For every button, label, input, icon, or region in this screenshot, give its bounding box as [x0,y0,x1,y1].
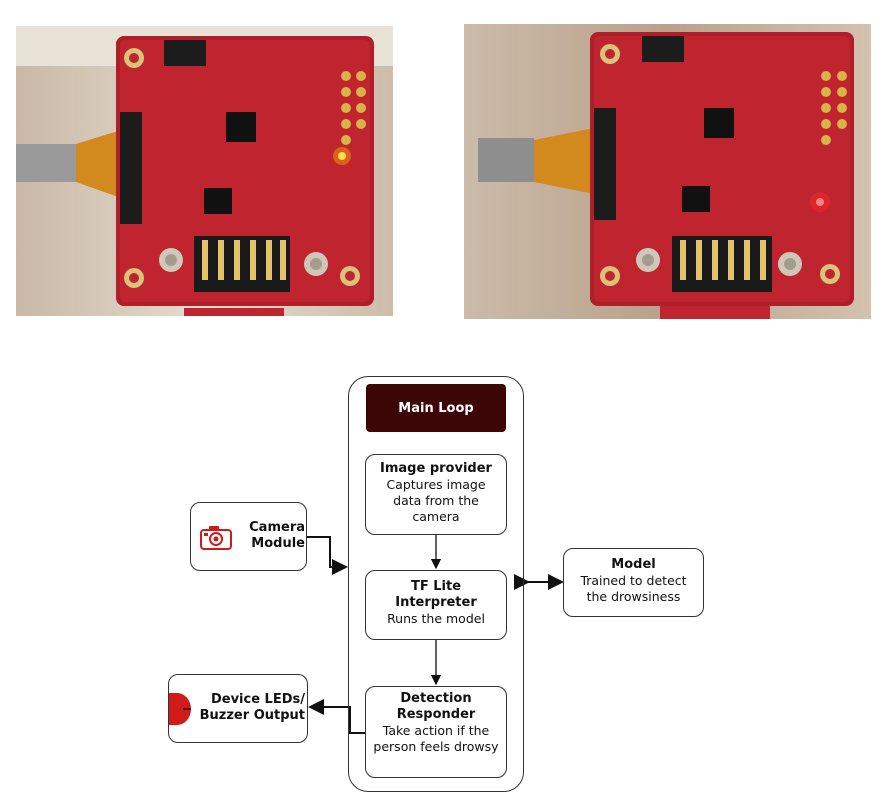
interpreter-box: TF Lite Interpreter Runs the model [365,570,507,640]
camera-module-title: Camera Module [249,520,305,551]
image-provider-title: Image provider [380,461,492,476]
image-provider-desc: Captures image data from the camera [386,477,486,524]
model-box: Model Trained to detect the drowsiness [563,548,704,617]
board-photo-right [464,24,871,319]
responder-desc: Take action if the person feels drowsy [373,723,499,754]
model-desc: Trained to detect the drowsiness [580,573,687,604]
main-loop-frame [348,376,524,792]
image-provider-box: Image provider Captures image data from … [365,454,507,535]
main-loop-header: Main Loop [366,384,506,432]
board-illustration-left [16,26,393,316]
responder-box: Detection Responder Take action if the p… [365,686,507,778]
main-loop-title: Main Loop [398,400,474,416]
responder-title: Detection Responder [396,691,476,722]
camera-icon [199,523,233,551]
interpreter-desc: Runs the model [387,611,485,626]
model-title: Model [611,557,656,572]
camera-module-box: Camera Module [190,502,307,571]
output-box: Device LEDs/ Buzzer Output [168,674,308,743]
board-illustration-right [464,24,871,319]
interpreter-title: TF Lite Interpreter [395,579,477,610]
arrow-camera-to-loop [307,536,348,575]
output-title: Device LEDs/ Buzzer Output [199,692,305,723]
board-photo-left [16,26,393,316]
led-icon [167,691,191,727]
arrow-responder-to-output [308,699,365,734]
